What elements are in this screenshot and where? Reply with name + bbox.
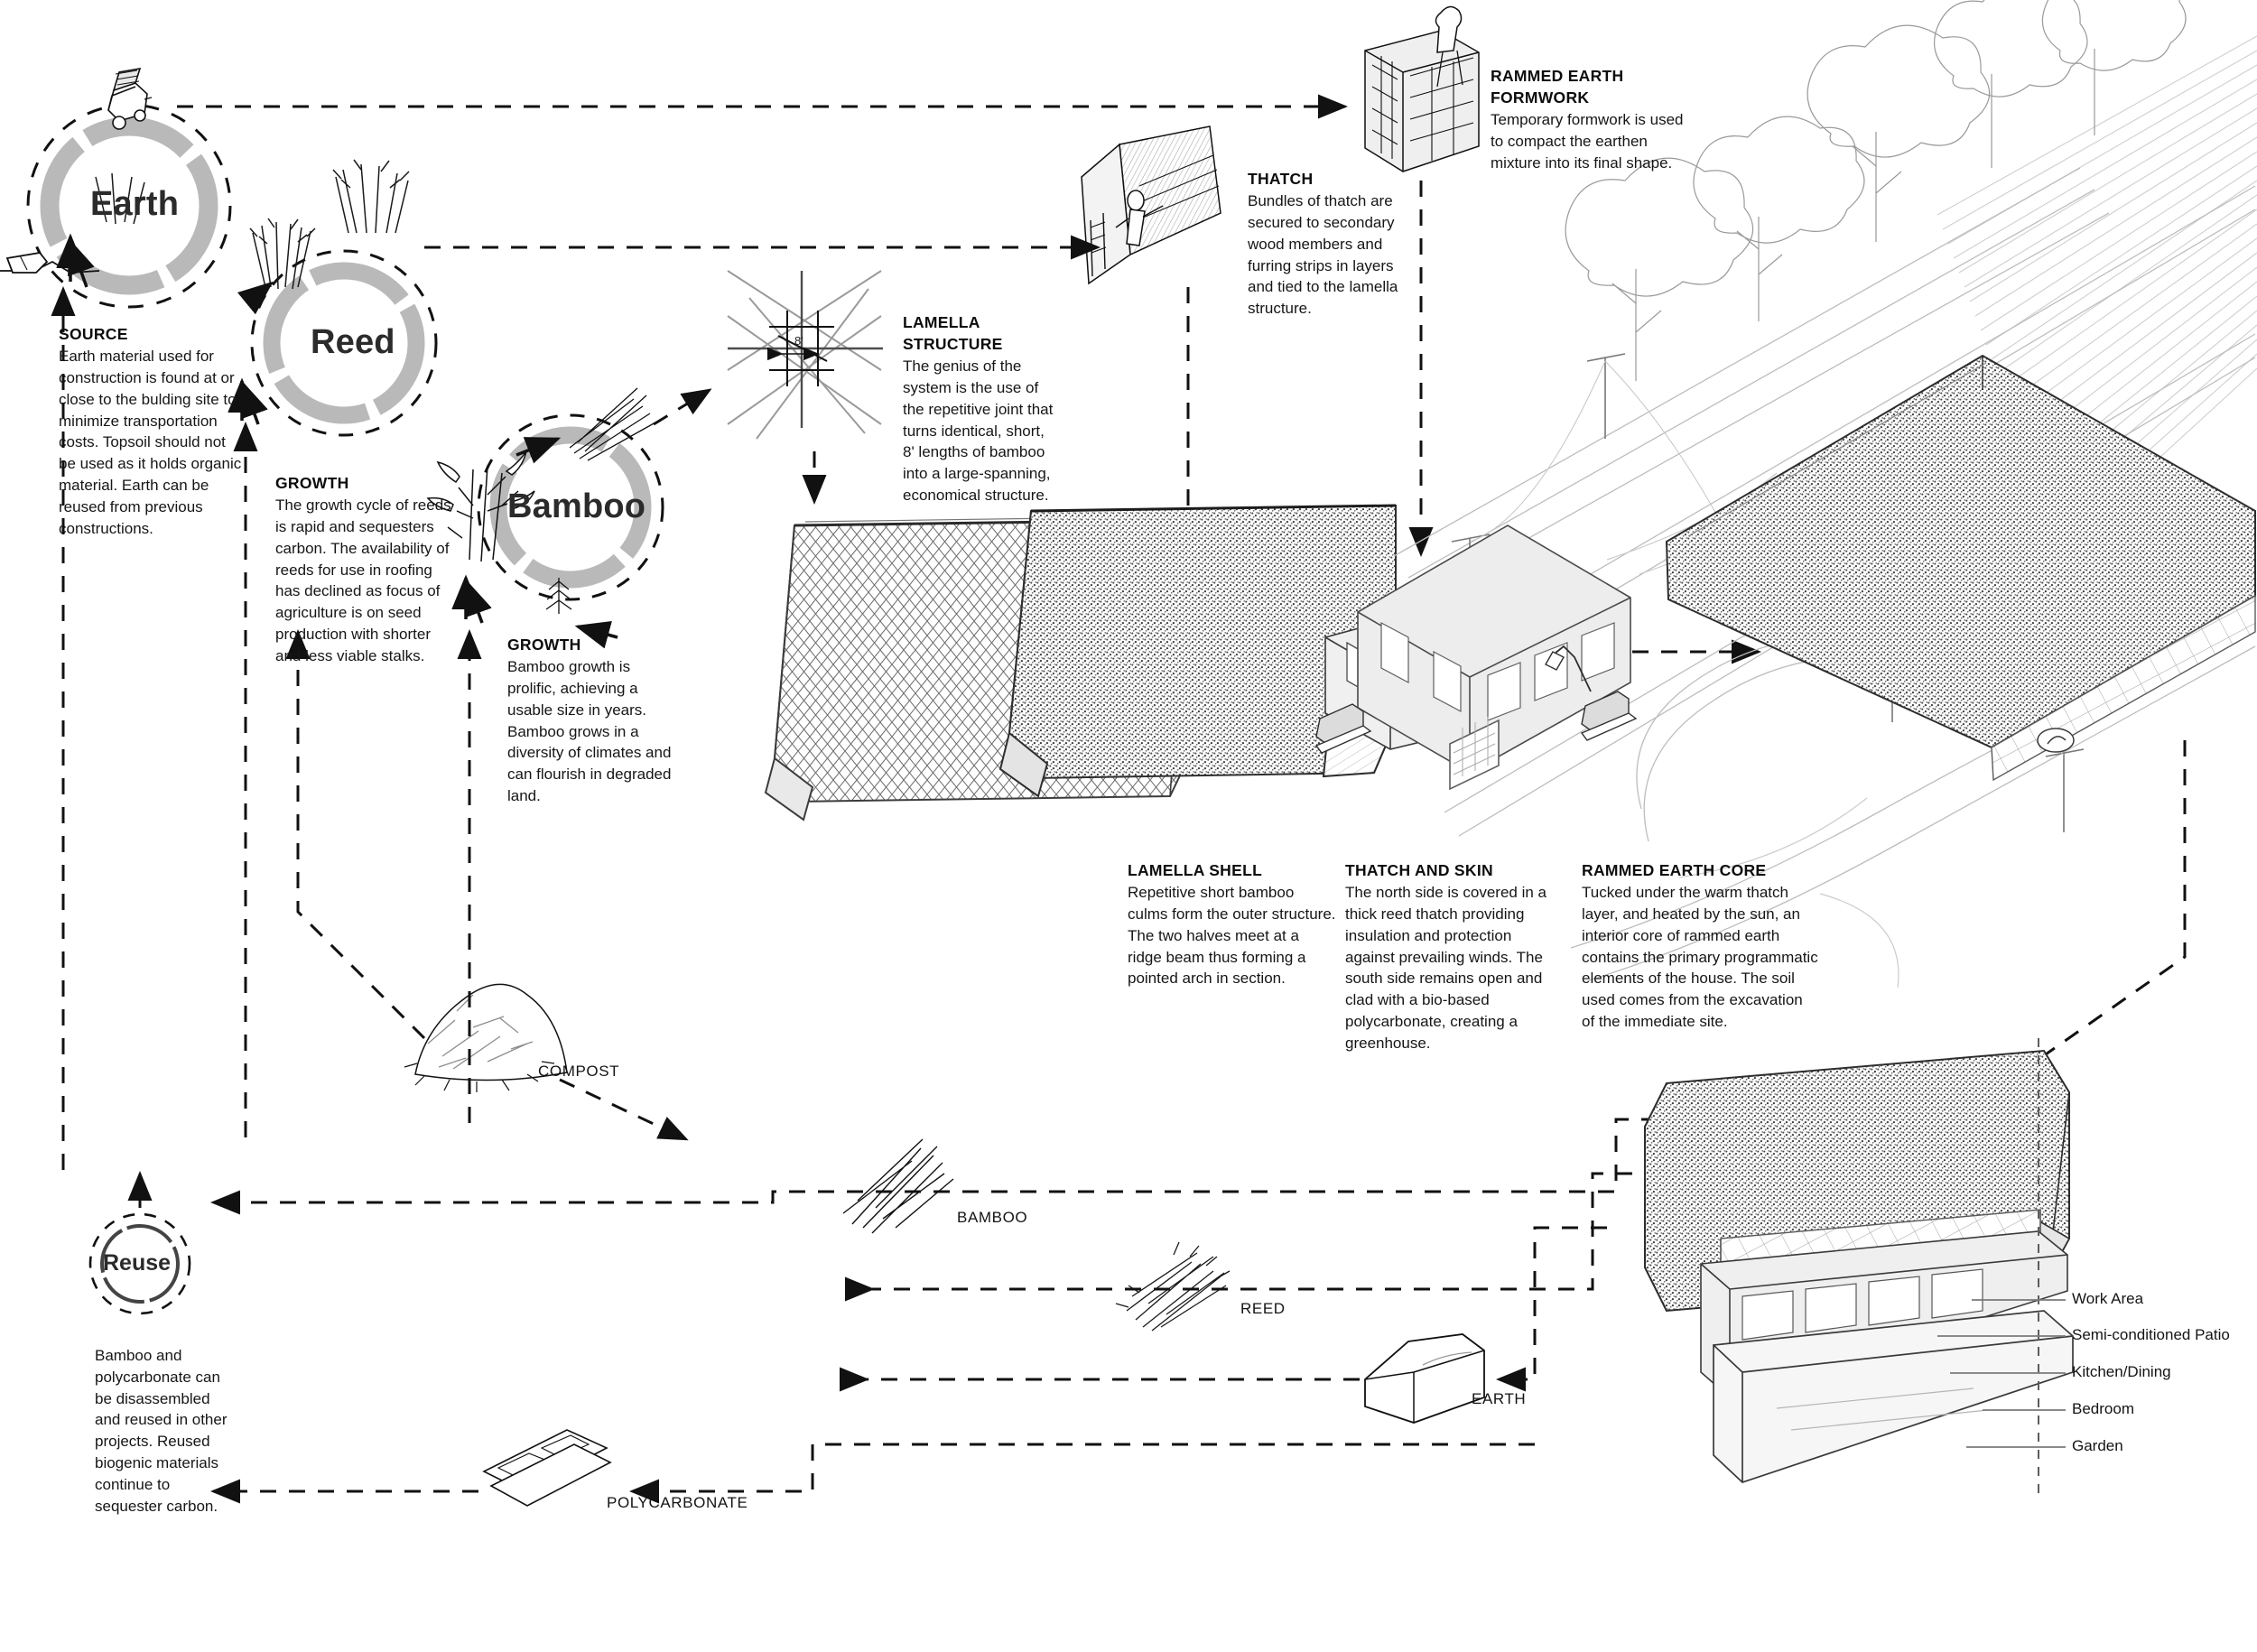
note-body: The north side is covered in a thick ree… — [1345, 884, 1547, 1052]
material-label-earth: EARTH — [1472, 1390, 1527, 1407]
compost-pile-icon — [404, 983, 568, 1092]
note-reuse: Bamboo and polycarbonate can be disassem… — [95, 1345, 237, 1517]
site-excavator-icon — [1314, 645, 1638, 754]
note-body: The growth cycle of reeds is rapid and s… — [275, 497, 451, 664]
thatcher-worker-icon — [1081, 125, 1221, 285]
cycle-ring-reuse — [88, 1212, 191, 1315]
room-label-semi-conditioned-patio: Semi-conditioned Patio — [2072, 1326, 2230, 1343]
note-lamella-structure: LAMELLA STRUCTURE The genius of the syst… — [903, 311, 1054, 506]
note-body: Tucked under the warm thatch layer, and … — [1582, 884, 1818, 1030]
cycle-label-reuse: Reuse — [103, 1250, 172, 1276]
room-label-work-area: Work Area — [2072, 1290, 2144, 1307]
room-label-kitchen-dining: Kitchen/Dining — [2072, 1363, 2171, 1380]
note-body: Repetitive short bamboo culms form the o… — [1128, 884, 1336, 988]
formwork-panel-icon — [1364, 5, 1480, 172]
note-body: Bundles of thatch are secured to seconda… — [1248, 192, 1398, 318]
bamboo-plant-icon — [426, 450, 535, 562]
note-heading: LAMELLA STRUCTURE — [903, 313, 1003, 354]
growth-arrows — [56, 233, 618, 649]
earth-block-icon — [1364, 1333, 1485, 1424]
cycle-ring-reed — [250, 249, 438, 437]
note-thatch-and-skin: THATCH AND SKIN The north side is covere… — [1345, 859, 1558, 1054]
polycarbonate-panel-icon — [482, 1429, 612, 1507]
lamella-joint-detail — [727, 270, 883, 440]
bamboo-pile-icon — [842, 1138, 954, 1234]
reed-tuft-icon — [95, 159, 410, 290]
material-label-bamboo: BAMBOO — [957, 1209, 1028, 1226]
note-lamella-shell: LAMELLA SHELL Repetitive short bamboo cu… — [1128, 859, 1337, 989]
site-house-built — [1665, 354, 2256, 782]
note-heading: LAMELLA SHELL — [1128, 861, 1263, 879]
material-label-reed: REED — [1240, 1300, 1286, 1317]
room-label-bedroom: Bedroom — [2072, 1400, 2134, 1417]
final-assembly-exploded — [1644, 1038, 2074, 1499]
note-heading: GROWTH — [275, 474, 349, 492]
flow-arrows — [51, 94, 2187, 1504]
site-north-marker-icon — [2037, 728, 2075, 753]
note-rammed-earth-formwork: RAMMED EARTH FORMWORK Temporary formwork… — [1491, 65, 1693, 174]
note-thatch: THATCH Bundles of thatch are secured to … — [1248, 168, 1408, 320]
cycle-label-bamboo: Bamboo — [507, 487, 646, 525]
note-growth-reed: GROWTH The growth cycle of reeds is rapi… — [275, 472, 456, 667]
room-leader-lines — [1937, 1299, 2066, 1448]
room-label-garden: Garden — [2072, 1437, 2123, 1454]
material-label-polycarbonate: POLYCARBONATE — [607, 1494, 748, 1511]
note-heading: SOURCE — [59, 325, 128, 343]
note-rammed-earth-core: RAMMED EARTH CORE Tucked under the warm … — [1582, 859, 1818, 1033]
material-label-compost: COMPOST — [538, 1063, 620, 1080]
note-body: Earth material used for construction is … — [59, 348, 242, 537]
reed-pile-icon — [1115, 1241, 1231, 1332]
site-house-under-construction — [1357, 524, 1631, 791]
site-plan — [1314, 0, 2257, 988]
tree-icon — [1565, 0, 2187, 381]
note-heading: RAMMED EARTH FORMWORK — [1491, 67, 1624, 107]
dimension-label-8ft: 8' — [794, 334, 803, 348]
excavator-icon — [107, 67, 153, 130]
note-body: Bamboo growth is prolific, achieving a u… — [507, 658, 672, 804]
note-heading: THATCH AND SKIN — [1345, 861, 1493, 879]
cycle-label-reed: Reed — [311, 323, 395, 361]
note-heading: RAMMED EARTH CORE — [1582, 861, 1767, 879]
note-body: Bamboo and polycarbonate can be disassem… — [95, 1347, 228, 1515]
sapling-icon — [545, 578, 572, 614]
note-heading: GROWTH — [507, 636, 581, 654]
note-body: The genius of the system is the use of t… — [903, 357, 1054, 505]
bamboo-bundle-icon — [569, 387, 656, 461]
note-heading: THATCH — [1248, 170, 1314, 188]
note-body: Temporary formwork is used to compact th… — [1491, 111, 1684, 172]
cycle-label-earth: Earth — [90, 185, 180, 223]
note-growth-bamboo: GROWTH Bamboo growth is prolific, achiev… — [507, 634, 681, 807]
note-source: SOURCE Earth material used for construct… — [59, 323, 244, 539]
